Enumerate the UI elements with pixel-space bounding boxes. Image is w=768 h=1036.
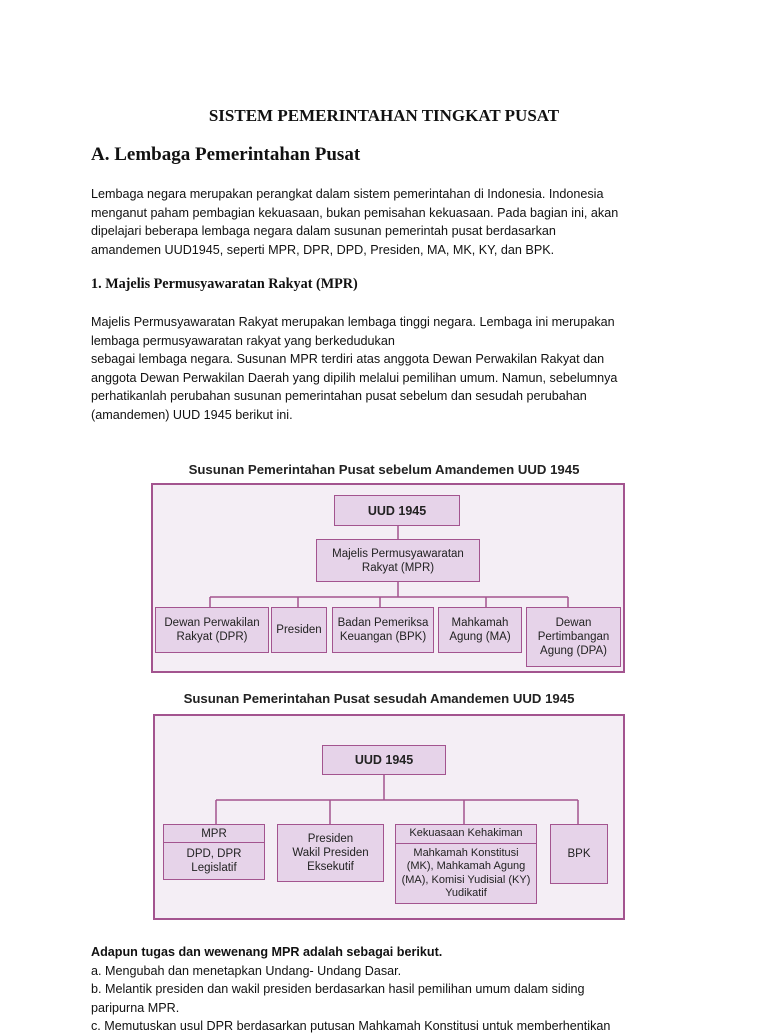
kehakiman-box-body: Mahkamah Konstitusi (MK), Mahkamah Agung… bbox=[396, 844, 536, 903]
mpr-line: Majelis Permusyawaratan Rakyat merupakan… bbox=[91, 315, 615, 329]
ma-box-line: Agung (MA) bbox=[449, 631, 511, 643]
dpa-box-line: Pertimbangan bbox=[537, 631, 610, 643]
diagram-after-panel: UUD 1945 MPR DPD, DPR Legislatif Preside… bbox=[153, 714, 625, 920]
ma-box-line: Mahkamah bbox=[451, 617, 509, 629]
dpa-box-line: Agung (DPA) bbox=[540, 645, 607, 657]
mpr-box-after: MPR DPD, DPR Legislatif bbox=[163, 824, 265, 880]
intro-line: Lembaga negara merupakan perangkat dalam… bbox=[91, 187, 604, 201]
kehakiman-box-line: Mahkamah Konstitusi bbox=[413, 846, 519, 859]
section-heading-a: A. Lembaga Pemerintahan Pusat bbox=[91, 144, 361, 165]
dpr-box-line: Dewan Perwakilan bbox=[164, 617, 260, 629]
mpr-box-after-line: DPD, DPR bbox=[186, 848, 242, 860]
kehakiman-box-head: Kekuasaan Kehakiman bbox=[409, 827, 523, 840]
mpr-line: sebagai lembaga negara. Susunan MPR terd… bbox=[91, 352, 605, 366]
mpr-line: anggota Dewan Perwakilan Daerah yang dip… bbox=[91, 370, 618, 385]
mpr-heading: 1. Majelis Permusyawaratan Rakyat (MPR) bbox=[91, 276, 358, 292]
uud-1945-box: UUD 1945 bbox=[334, 495, 460, 526]
bpk-box-line: Keuangan (BPK) bbox=[339, 631, 427, 643]
diagram-before-panel: UUD 1945 Majelis Permusyawaratan Rakyat … bbox=[151, 483, 625, 673]
mpr-box-line: Majelis Permusyawaratan bbox=[332, 547, 464, 560]
kehakiman-box-divider bbox=[396, 843, 536, 844]
document-title: SISTEM PEMERINTAHAN TINGKAT PUSAT bbox=[208, 106, 560, 125]
tasks-heading: Adapun tugas dan wewenang MPR adalah seb… bbox=[91, 945, 443, 959]
mpr-line: perhatikanlah perubahan susunan pemerint… bbox=[91, 389, 587, 403]
task-item: paripurna MPR. bbox=[91, 1000, 180, 1015]
presiden-box-after-line: Presiden bbox=[307, 833, 354, 845]
kehakiman-box-line: (MK), Mahkamah Agung bbox=[406, 860, 526, 872]
presiden-box-after-line: Eksekutif bbox=[307, 861, 354, 873]
mpr-tasks: Adapun tugas dan wewenang MPR adalah seb… bbox=[91, 943, 711, 1036]
presiden-box: Presiden bbox=[271, 607, 327, 653]
task-item: a. Mengubah dan menetapkan Undang- Undan… bbox=[91, 963, 402, 978]
mpr-line: lembaga permusyawaratan rakyat yang berk… bbox=[91, 333, 395, 348]
kehakiman-box: Kekuasaan Kehakiman Mahkamah Konstitusi … bbox=[395, 824, 537, 904]
diagram-after-connectors bbox=[215, 775, 579, 824]
mpr-box-line: Rakyat (MPR) bbox=[361, 561, 435, 574]
dpa-box: Dewan Pertimbangan Agung (DPA) bbox=[526, 607, 621, 667]
intro-line: menganut paham pembagian kekuasaan, buka… bbox=[91, 205, 619, 220]
presiden-box-line: Presiden bbox=[276, 624, 322, 636]
ma-box: Mahkamah Agung (MA) bbox=[438, 607, 522, 653]
diagram-before-title: Susunan Pemerintahan Pusat sebelum Amand… bbox=[188, 462, 580, 477]
mpr-box-after-line: Legislatif bbox=[191, 862, 237, 874]
task-item: b. Melantik presiden dan wakil presiden … bbox=[91, 982, 585, 996]
kehakiman-box-line: (MA), Komisi Yudisial (KY) bbox=[401, 873, 531, 886]
uud-1945-box-after: UUD 1945 bbox=[322, 745, 446, 775]
intro-line: dipelajari beberapa lembaga negara dalam… bbox=[91, 224, 556, 238]
presiden-box-after-line: Wakil Presiden bbox=[292, 847, 369, 859]
diagram-after-title: Susunan Pemerintahan Pusat sesudah Amand… bbox=[183, 691, 575, 706]
bpk-box: Badan Pemeriksa Keuangan (BPK) bbox=[332, 607, 434, 653]
presiden-box-after: Presiden Wakil Presiden Eksekutif bbox=[277, 824, 384, 882]
mpr-box-after-head: MPR bbox=[201, 827, 227, 840]
mpr-box-after-divider bbox=[164, 842, 264, 843]
diagram-before-connectors bbox=[209, 526, 569, 607]
dpr-box-line: Rakyat (DPR) bbox=[176, 631, 248, 643]
bpk-box-after: BPK bbox=[550, 824, 608, 884]
intro-paragraph: Lembaga negara merupakan perangkat dalam… bbox=[91, 185, 691, 259]
mpr-paragraph: Majelis Permusyawaratan Rakyat merupakan… bbox=[91, 313, 691, 424]
mpr-line: (amandemen) UUD 1945 berikut ini. bbox=[91, 407, 293, 422]
mpr-box: Majelis Permusyawaratan Rakyat (MPR) bbox=[316, 539, 480, 582]
bpk-box-line: Badan Pemeriksa bbox=[337, 617, 429, 629]
mpr-box-after-body: DPD, DPR Legislatif bbox=[164, 843, 264, 879]
intro-line: amandemen UUD1945, seperti MPR, DPR, DPD… bbox=[91, 242, 555, 257]
task-item: c. Memutuskan usul DPR berdasarkan putus… bbox=[91, 1019, 611, 1033]
kehakiman-box-line: Yudikatif bbox=[445, 887, 487, 899]
dpr-box: Dewan Perwakilan Rakyat (DPR) bbox=[155, 607, 269, 653]
dpa-box-line: Dewan bbox=[555, 617, 592, 629]
